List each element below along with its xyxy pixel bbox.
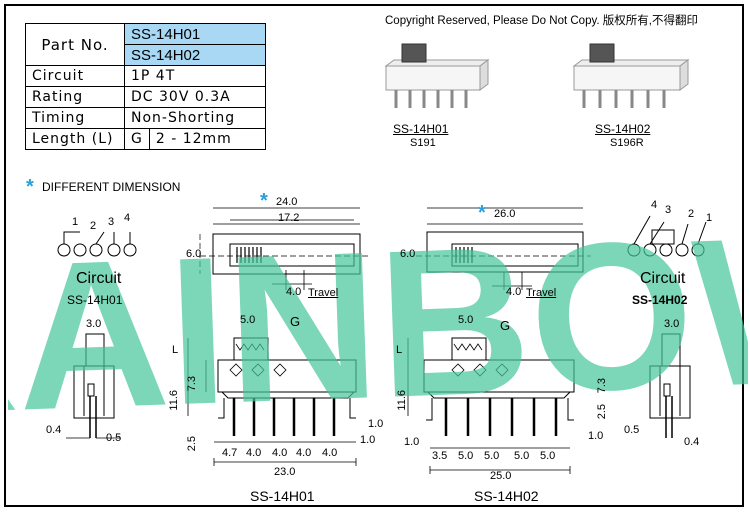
pitch-2-4: 5.0 [514,450,530,462]
product-render-1 [384,43,490,108]
dim-total-h1: 11.6 [168,390,180,411]
pitch-2-5: 5.0 [540,450,556,462]
copyright-notice: Copyright Reserved, Please Do Not Copy. … [385,15,698,27]
length-key: G [124,128,150,150]
product-2-name: SS-14H02 [595,122,651,136]
circuit-label-2: Circuit [640,270,686,287]
dim-knob-width-2: 5.0 [458,314,474,326]
front-view-1 [187,337,357,466]
product-2-code: S196R [610,137,644,149]
watermark-text: RAINBOW [8,189,748,460]
drawing-frame [4,4,744,507]
dim-top-right-height: 6.0 [400,248,416,260]
dim-top-left-inner: 17.2 [278,212,300,224]
pitch-1-5: 4.0 [322,447,338,459]
top-view-2 [416,207,591,290]
dim-side-left-b: 0.5 [106,432,122,444]
circuit2-pin-1: 1 [706,212,713,224]
circuit-label: Circuit [25,65,125,87]
circuit-label-1: Circuit [76,270,122,287]
rating-value: DC 30V 0.3A [124,86,266,108]
g-label-2: G [500,318,511,333]
star-icon-top-left: * [260,190,268,212]
star-icon: * [26,176,34,198]
product-1-name: SS-14H01 [393,122,449,136]
pitch-2-3: 5.0 [484,450,500,462]
dim-pin-h1: 2.5 [186,436,198,452]
pitch-1-2: 4.0 [246,447,262,459]
top-view-1 [199,207,370,290]
front-view-2-caption: SS-14H02 [474,488,539,504]
dim-top-left-width: 24.0 [276,196,298,208]
timing-value: Non-Shorting [124,107,266,129]
part-number-1: SS-14H01 [124,23,266,45]
dim-front-pin-w-1b: 1.0 [360,434,376,446]
part-number-2: SS-14H02 [124,44,266,66]
watermark: RAINBOW [8,189,748,460]
circuit-part-2: SS-14H02 [632,293,688,307]
dim-front-total-1: 23.0 [274,466,296,478]
l-label-2: L [396,344,403,356]
dim-knob-width-1: 5.0 [240,314,256,326]
dim-body-h2: 7.3 [596,378,608,394]
circuit-pin-3: 3 [108,216,115,228]
dim-front-pin-w-1a: 1.0 [368,418,384,430]
spec-table: Part No. SS-14H01 SS-14H02 Circuit 1P 4T… [25,23,267,150]
circuit2-pin-2: 2 [688,208,695,220]
dim-top-right-travel: 4.0 [506,286,522,298]
g-label-1: G [290,314,301,329]
dim-side-left-a: 0.4 [46,424,62,436]
side-view-1 [66,333,120,439]
pitch-2-1: 3.5 [432,450,448,462]
dim-front-total-2: 25.0 [490,470,512,482]
dim-pin-h2: 2.5 [596,404,608,420]
circuit-pin-2: 2 [90,220,97,232]
dim-top-left-travel: 4.0 [286,286,302,298]
circuit-pin-1: 1 [72,216,79,228]
pitch-1-4: 4.0 [296,447,312,459]
circuit2-pin-4: 4 [651,199,658,211]
dim-top-right-width: 26.0 [494,208,516,220]
side-view-2 [649,333,691,438]
product-1-code: S191 [410,137,436,149]
pitch-1-3: 4.0 [272,447,288,459]
travel-label-2: Travel [526,287,557,299]
length-value: 2 - 12mm [148,128,267,150]
product-render-2 [572,43,690,108]
circuit-pin-4: 4 [124,212,131,224]
dim-total-h2: 11.6 [396,390,408,411]
circuit-symbol-2 [627,215,707,257]
different-dimension-note: DIFFERENT DIMENSION [42,180,181,194]
dim-front-pin-w-2b: 1.0 [588,430,604,442]
dim-side-right-a: 0.5 [624,424,640,436]
pitch-1-1: 4.7 [222,447,238,459]
circuit-part-1: SS-14H01 [67,293,123,307]
dim-side-knob-2: 3.0 [664,318,680,330]
dim-front-pin-w-2a: 1.0 [404,436,420,448]
dim-body-h1: 7.3 [186,376,198,392]
travel-label-1: Travel [308,287,339,299]
length-label: Length (L) [25,128,125,150]
star-icon-top-right: * [478,202,486,224]
front-view-2 [407,337,575,474]
pitch-2-2: 5.0 [458,450,474,462]
circuit2-pin-3: 3 [665,204,672,216]
front-view-1-caption: SS-14H01 [250,488,315,504]
circuit-symbol-1 [57,231,137,257]
dim-top-left-height: 6.0 [186,248,202,260]
dim-side-knob-1: 3.0 [86,318,102,330]
dim-side-right-b: 0.4 [684,436,700,448]
l-label-1: L [172,344,179,356]
